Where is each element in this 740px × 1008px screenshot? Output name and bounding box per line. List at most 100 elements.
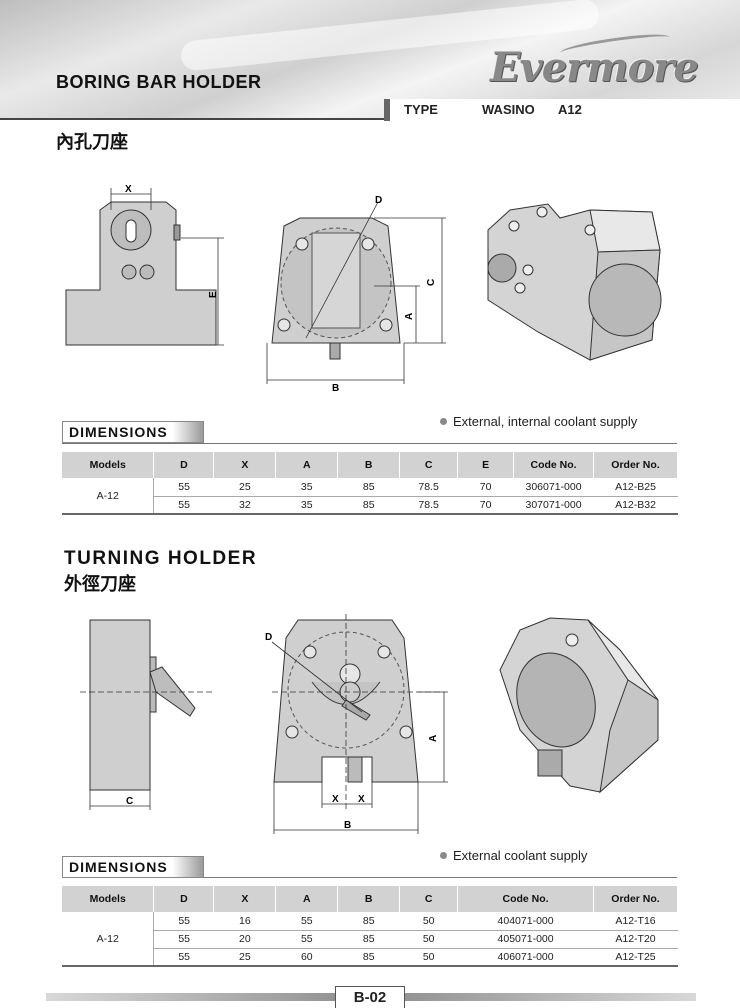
boring-dimensions-label: DIMENSIONS (69, 424, 168, 440)
boring-dimensions-tag: DIMENSIONS (62, 421, 204, 443)
type-brand: WASINO (482, 102, 535, 117)
cell: A12-T25 (593, 948, 678, 967)
col-header: Order No. (593, 886, 678, 912)
cell: 306071-000 (513, 478, 594, 497)
dim-b-label: B (344, 820, 351, 831)
cell: 60 (275, 948, 338, 967)
table-row: 55 20 55 85 50 405071-000 A12-T20 (62, 930, 678, 949)
cell: 55 (153, 478, 214, 497)
type-bar: TYPE WASINO A12 (384, 99, 740, 121)
cell: A12-B25 (593, 478, 678, 497)
cell: 404071-000 (457, 912, 594, 931)
turning-dim-rule (62, 877, 677, 878)
dim-d-label: D (375, 195, 382, 206)
cell: A12-B32 (593, 496, 678, 515)
col-header: Code No. (457, 886, 595, 912)
boring-note: External, internal coolant supply (440, 414, 637, 429)
header-rule (0, 118, 740, 120)
col-header: X (213, 452, 277, 478)
turning-front-view: C (80, 619, 215, 810)
page-title: BORING BAR HOLDER (56, 72, 262, 92)
bullet-dot (440, 852, 447, 859)
turning-side-view: D A X X B (265, 614, 448, 834)
cell: A12-T16 (593, 912, 678, 931)
cell: 55 (153, 948, 214, 967)
boring-spec-table: Models D X A B C E Code No. Order No. A-… (62, 452, 678, 515)
cell: 78.5 (399, 496, 458, 515)
cell: 16 (213, 912, 276, 931)
cell: 55 (153, 930, 214, 949)
cell: 35 (275, 478, 338, 497)
cell: 55 (153, 496, 214, 515)
type-label: TYPE (404, 102, 438, 117)
boring-dim-rule (62, 443, 677, 444)
dim-d-label: D (265, 632, 272, 643)
boring-3d-view (487, 203, 662, 361)
col-header: C (399, 886, 459, 912)
col-header: A (275, 452, 339, 478)
dim-a-label: A (404, 313, 415, 320)
bullet-dot (440, 418, 447, 425)
col-header: B (337, 886, 401, 912)
turning-dimensions-label: DIMENSIONS (69, 859, 168, 875)
cell: 85 (337, 930, 400, 949)
table-row: 55 32 35 85 78.5 70 307071-000 A12-B32 (62, 496, 678, 515)
cell: 78.5 (399, 478, 458, 497)
cell: 85 (337, 478, 400, 497)
dim-b-label: B (332, 383, 339, 393)
turning-note-text: External coolant supply (453, 848, 588, 863)
table-row: A-12 55 16 55 85 50 404071-000 A12-T16 (62, 912, 678, 967)
col-header: D (153, 886, 215, 912)
cell: 32 (213, 496, 276, 515)
turning-spec-table: Models D X A B C Code No. Order No. A-12… (62, 886, 678, 967)
model-cell: A-12 (62, 478, 155, 515)
model-cell: A-12 (62, 912, 155, 967)
dim-x-label: X (125, 184, 132, 195)
col-header: Models (62, 452, 155, 478)
dim-a-label: A (428, 735, 439, 742)
dim-x1-label: X (332, 794, 339, 805)
col-header: C (399, 452, 459, 478)
dim-c-label: C (426, 279, 437, 286)
table-row: 55 25 60 85 50 406071-000 A12-T25 (62, 948, 678, 967)
brand-logo: Evermore (490, 44, 699, 91)
cell: 25 (213, 948, 276, 967)
col-header: E (457, 452, 515, 478)
cell: 406071-000 (457, 948, 594, 967)
cell: 50 (399, 948, 458, 967)
table-row: A-12 55 25 35 85 78.5 70 306071-000 A12-… (62, 478, 678, 515)
col-header: Code No. (513, 452, 594, 478)
boring-front-view: X E (65, 184, 224, 346)
cell: 50 (399, 930, 458, 949)
col-header: Models (62, 886, 155, 912)
turning-title: TURNING HOLDER (64, 548, 258, 569)
boring-side-view: D C A B (266, 195, 446, 393)
cell: 20 (213, 930, 276, 949)
cell: 50 (399, 912, 458, 931)
dim-c-label: C (126, 796, 133, 807)
cell: 70 (457, 478, 514, 497)
table-header-row: Models D X A B C E Code No. Order No. (62, 452, 678, 478)
col-header: D (153, 452, 215, 478)
cell: 35 (275, 496, 338, 515)
cell: 55 (153, 912, 214, 931)
type-model: A12 (558, 102, 582, 117)
dim-e-label: E (208, 291, 219, 298)
cell: 70 (457, 496, 514, 515)
boring-cjk-title: 內孔刀座 (56, 132, 128, 153)
cell: 55 (275, 912, 338, 931)
page-number: B-02 (335, 986, 405, 1008)
cell: 405071-000 (457, 930, 594, 949)
col-header: Order No. (593, 452, 678, 478)
table-header-row: Models D X A B C Code No. Order No. (62, 886, 678, 912)
cell: 85 (337, 496, 400, 515)
cell: 85 (337, 948, 400, 967)
cell: 25 (213, 478, 276, 497)
cell: A12-T20 (593, 930, 678, 949)
col-header: X (213, 886, 277, 912)
cell: 307071-000 (513, 496, 594, 515)
col-header: B (337, 452, 401, 478)
turning-3d-view (499, 617, 659, 794)
dim-x2-label: X (358, 794, 365, 805)
col-header: A (275, 886, 339, 912)
